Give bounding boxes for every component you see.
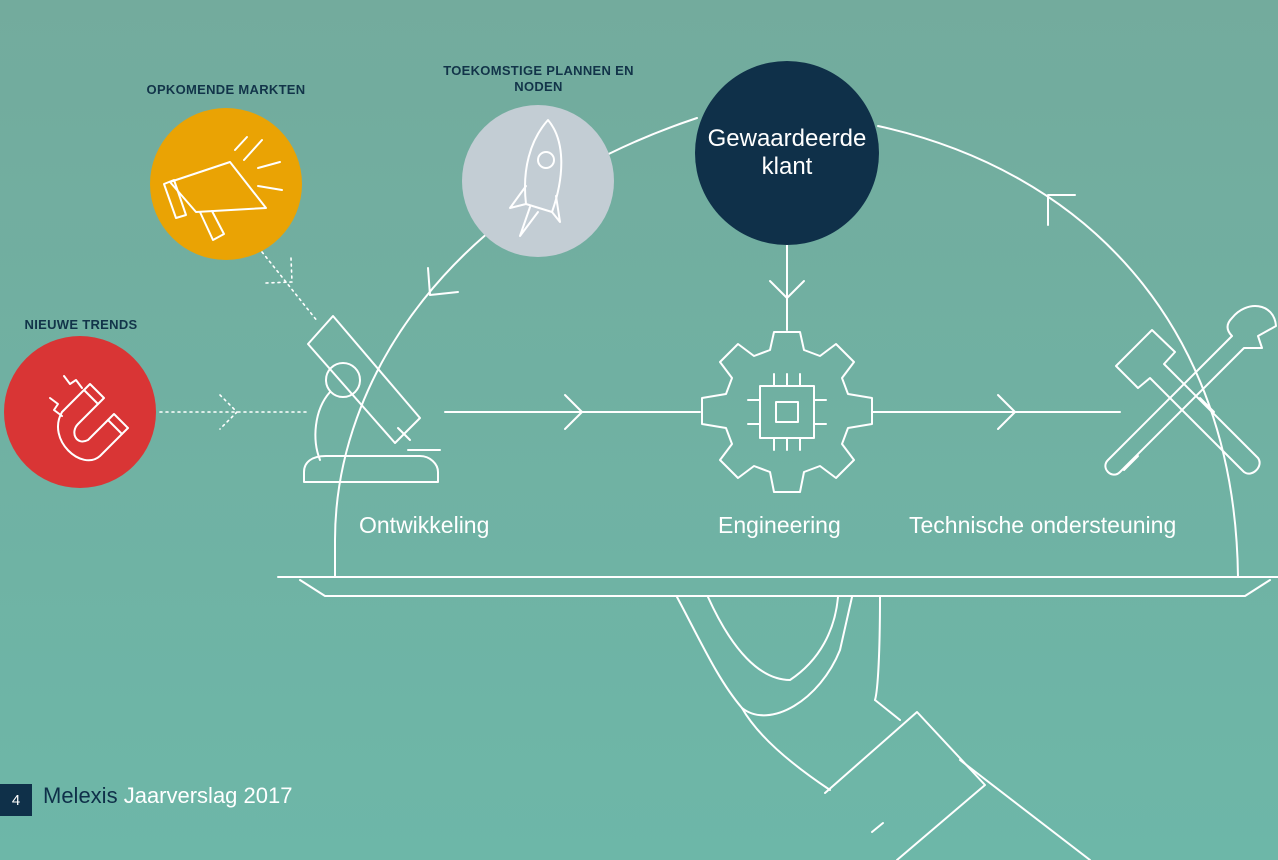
vertical-arrow-down bbox=[769, 280, 805, 299]
microscope-icon bbox=[303, 315, 441, 483]
brand-name: Melexis bbox=[43, 783, 118, 808]
sleeve bbox=[959, 759, 1091, 860]
tray-bottom bbox=[299, 579, 1271, 597]
arc-arrow-left bbox=[427, 267, 459, 296]
tools-icon bbox=[1104, 305, 1277, 476]
markets-circle bbox=[150, 108, 302, 260]
hand-palm bbox=[874, 699, 901, 721]
footer-title: Melexis Jaarverslag 2017 bbox=[43, 783, 292, 809]
markets-connector bbox=[261, 251, 319, 323]
hand-finger-1 bbox=[707, 596, 839, 681]
trends-label: NIEUWE TRENDS bbox=[24, 317, 138, 332]
hand-finger-2 bbox=[874, 596, 881, 701]
cuff-button bbox=[871, 822, 884, 833]
flow-arrow-1 bbox=[564, 394, 583, 430]
megaphone-icon bbox=[163, 136, 283, 241]
valued-customer-label: Gewaardeerde klant bbox=[707, 125, 867, 180]
hand-outline bbox=[676, 596, 853, 717]
technical-support-label: Technische ondersteuning bbox=[909, 512, 1177, 538]
hand-wrist bbox=[741, 707, 831, 791]
development-label: Ontwikkeling bbox=[359, 512, 490, 538]
engineering-label: Engineering bbox=[718, 512, 841, 538]
trends-circle bbox=[4, 336, 156, 488]
trends-connector-arrow bbox=[219, 394, 239, 430]
flow-arrow-2 bbox=[997, 394, 1016, 430]
plans-label: TOEKOMSTIGE PLANNEN EN NODEN bbox=[443, 63, 634, 94]
plans-circle bbox=[462, 105, 614, 257]
magnet-icon bbox=[49, 375, 129, 462]
valued-customer-circle: Gewaardeerde klant bbox=[695, 61, 879, 245]
rocket-icon bbox=[509, 119, 563, 237]
document-title: Jaarverslag 2017 bbox=[123, 783, 293, 808]
gear-chip-icon bbox=[701, 331, 873, 493]
sleeve-cuff bbox=[824, 711, 986, 860]
markets-label: OPKOMENDE MARKTEN bbox=[146, 82, 306, 97]
arc-arrow-right bbox=[1047, 194, 1076, 226]
page-number: 4 bbox=[0, 784, 32, 816]
markets-connector-arrow bbox=[265, 257, 293, 284]
cycle-arc-right bbox=[877, 125, 1239, 578]
